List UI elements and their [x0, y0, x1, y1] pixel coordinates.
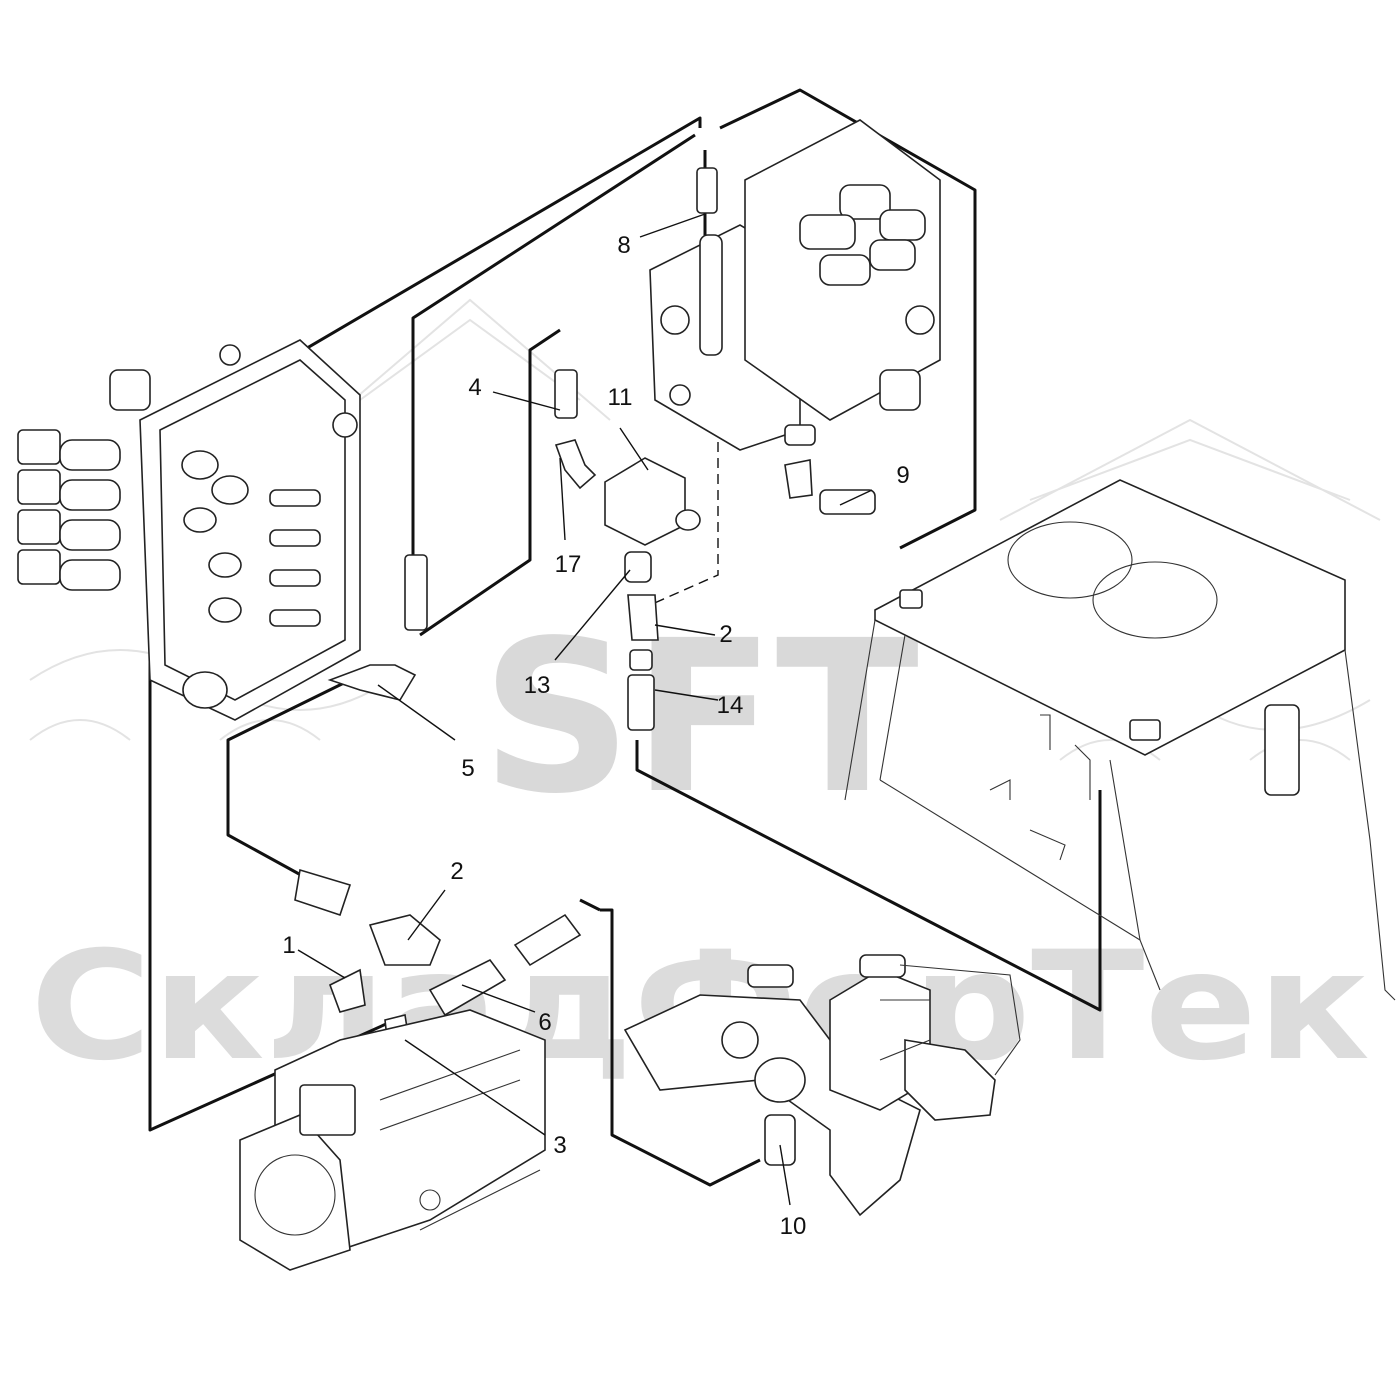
auxiliary-valve [649, 119, 941, 451]
pilot-dashed-line [649, 410, 719, 606]
tee-2-lower [368, 914, 441, 966]
callout-9: 9 [896, 462, 909, 489]
adapter-11 [624, 551, 652, 583]
callout-2-lower: 2 [450, 858, 463, 885]
hose-return-10 [635, 740, 1102, 1012]
elbow-1 [329, 968, 366, 1013]
hose-pilot-17 [419, 328, 561, 637]
callout-10: 10 [780, 1213, 807, 1240]
callout-labels: 8 4 11 9 17 2 13 14 5 2 1 6 3 10 [282, 232, 909, 1240]
fitting-8 [696, 167, 718, 214]
tee-2-upper [627, 594, 659, 641]
main-control-valve [17, 339, 361, 721]
valve-spools [181, 344, 358, 709]
hose-brake-10 [600, 908, 761, 1187]
fitting-4 [554, 369, 578, 419]
callout-2-upper: 2 [719, 621, 732, 648]
callout-11: 13 [524, 672, 551, 699]
callout-6: 6 [538, 1009, 551, 1036]
hose-frame-top-right [719, 88, 977, 550]
callout-4: 4 [468, 374, 481, 401]
hose-end-10 [764, 1114, 796, 1166]
watermark-logo-text: SFT [481, 595, 919, 840]
block-13 [604, 457, 686, 546]
solenoid-coils [17, 369, 151, 591]
brake-valve [623, 954, 1021, 1217]
callout-5: 5 [461, 755, 474, 782]
callout-13: 11 [608, 384, 633, 411]
hose-end-4 [404, 554, 428, 631]
chassis-frame [844, 479, 1396, 1001]
callout-8: 8 [617, 232, 630, 259]
callout-17: 17 [555, 551, 582, 578]
hydraulic-pump [239, 1009, 546, 1271]
leader-lines [297, 213, 873, 1206]
aux-solenoids [660, 184, 935, 446]
hose-pump-supply [226, 678, 351, 882]
hose-end-supply [294, 868, 352, 917]
elbow-17 [554, 439, 597, 490]
callout-14: 14 [717, 692, 744, 719]
relief-cartridge [699, 234, 723, 356]
hose-end-14 [627, 674, 655, 731]
elbow-5 [327, 664, 417, 701]
callout-1: 1 [282, 932, 295, 959]
callout-3: 3 [553, 1132, 566, 1159]
hose-pump-to-valve [579, 898, 601, 912]
